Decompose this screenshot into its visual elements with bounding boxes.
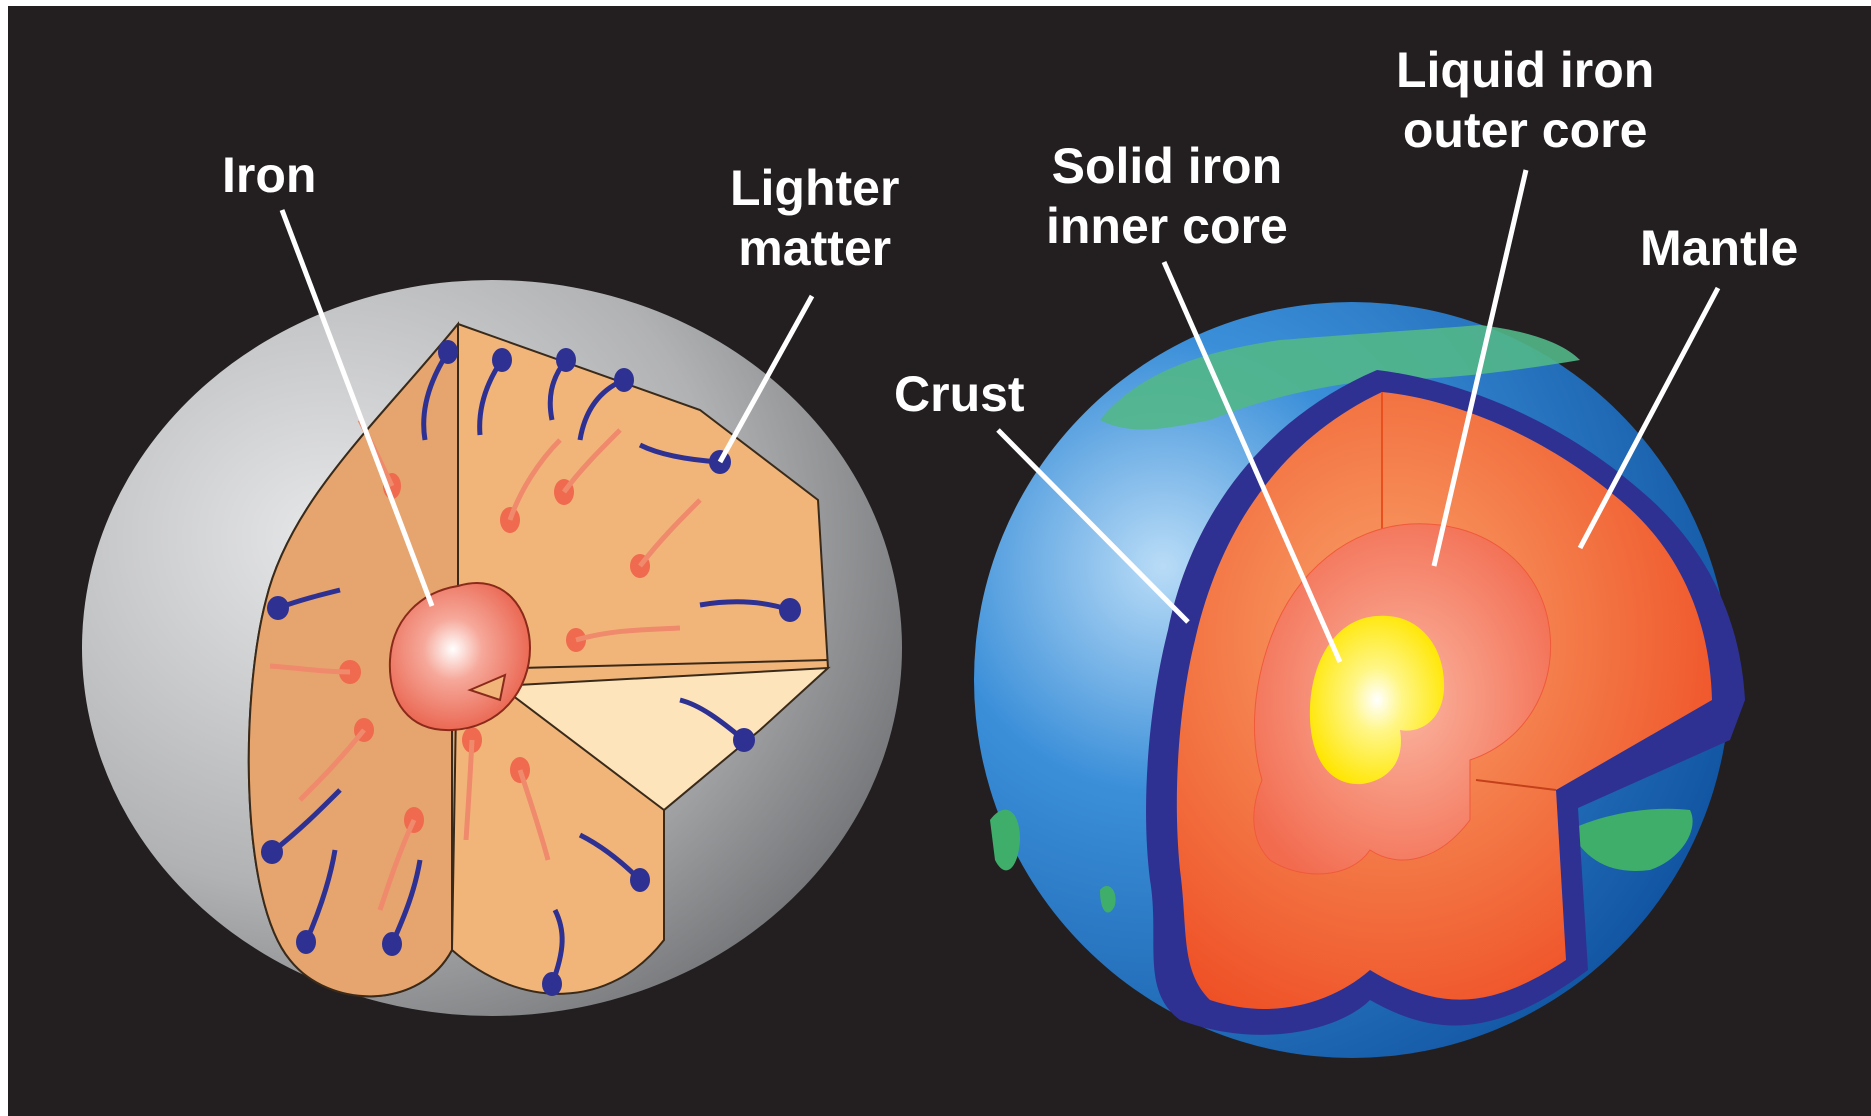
label-outer-core-line1: Liquid iron xyxy=(1396,40,1654,100)
modern-earth xyxy=(974,170,1745,1058)
label-outer-core-line2: outer core xyxy=(1396,100,1654,160)
label-iron: Iron xyxy=(222,145,316,205)
label-liquid-outer-core: Liquid iron outer core xyxy=(1396,40,1654,160)
label-solid-inner-core: Solid iron inner core xyxy=(1046,136,1288,256)
early-earth xyxy=(82,210,902,1016)
label-mantle: Mantle xyxy=(1640,218,1798,278)
label-inner-core-line2: inner core xyxy=(1046,196,1288,256)
label-mantle-text: Mantle xyxy=(1640,218,1798,278)
label-crust: Crust xyxy=(894,364,1025,424)
label-iron-text: Iron xyxy=(222,145,316,205)
label-crust-text: Crust xyxy=(894,364,1025,424)
label-lighter-matter: Lighter matter xyxy=(730,158,899,278)
label-inner-core-line1: Solid iron xyxy=(1046,136,1288,196)
continent-south-left xyxy=(990,810,1020,871)
label-lighter-matter-line2: matter xyxy=(730,218,899,278)
label-lighter-matter-line1: Lighter xyxy=(730,158,899,218)
